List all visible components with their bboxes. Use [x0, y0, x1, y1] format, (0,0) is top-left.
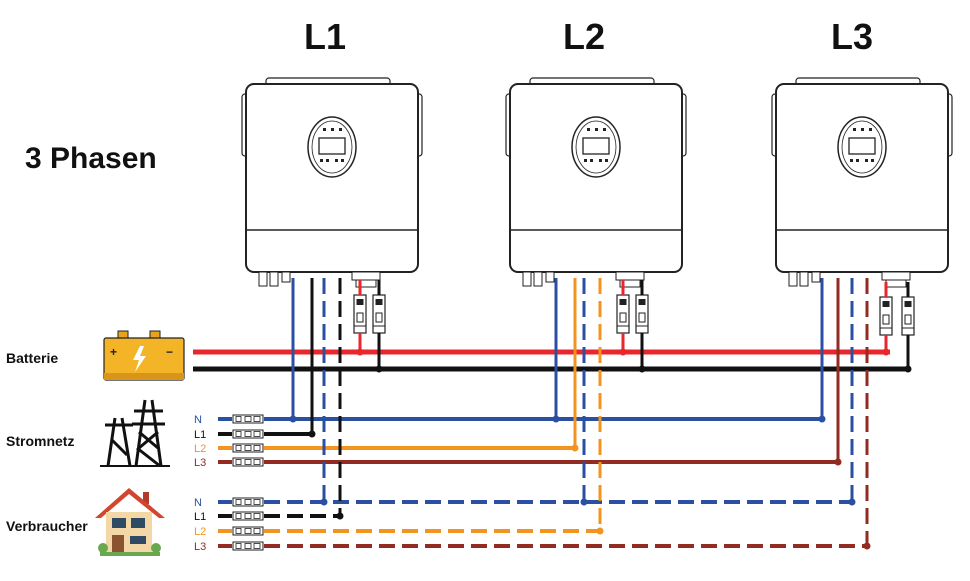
- grid-terminal-l2: [232, 443, 264, 453]
- inverter-l1: [241, 77, 423, 288]
- battery-icon: + −: [103, 330, 185, 381]
- grid-line-label-n: N: [194, 414, 202, 426]
- loads-label: Verbraucher: [6, 518, 88, 534]
- grid-bus: [264, 278, 842, 466]
- battery-breaker-plus-l2: [616, 294, 630, 334]
- phase-label-l3: L3: [830, 16, 873, 57]
- grid-line-label-l2: L2: [194, 443, 206, 455]
- grid-label: Stromnetz: [6, 433, 75, 449]
- load-terminal-l3: [232, 541, 264, 551]
- phase-label-l2: L2: [562, 16, 605, 57]
- inverter-l2: [505, 77, 687, 288]
- load-terminal-n: [232, 497, 264, 507]
- load-line-label-l2: L2: [194, 526, 206, 538]
- battery-breaker-minus-l2: [635, 294, 649, 334]
- load-line-label-n: N: [194, 497, 202, 509]
- battery-label: Batterie: [6, 350, 59, 366]
- load-terminal-l2: [232, 526, 264, 536]
- page-title: 3 Phasen: [25, 142, 157, 175]
- inverter-l3: [771, 77, 953, 288]
- battery-breaker-plus-l1: [353, 294, 367, 334]
- grid-line-label-l1: L1: [194, 429, 206, 441]
- svg-text:+: +: [110, 345, 117, 359]
- load-terminal-l1: [232, 511, 264, 521]
- phase-label-l1: L1: [303, 16, 346, 57]
- load-line-label-l3: L3: [194, 541, 206, 553]
- grid-terminal-l1: [232, 429, 264, 439]
- load-bus: [264, 278, 869, 548]
- load-bus-junctions: [320, 498, 871, 550]
- grid-leads: [218, 417, 232, 464]
- house-icon: [95, 488, 165, 556]
- battery-bus: [193, 280, 912, 373]
- load-line-label-l1: L1: [194, 511, 206, 523]
- grid-line-label-l3: L3: [194, 457, 206, 469]
- battery-breaker-minus-l1: [372, 294, 386, 334]
- svg-text:−: −: [166, 345, 173, 359]
- grid-terminal-n: [232, 414, 264, 424]
- battery-breaker-plus-l3: [879, 296, 893, 336]
- grid-terminal-l3: [232, 457, 264, 467]
- battery-breaker-minus-l3: [901, 296, 915, 336]
- power-pylon-icon: [100, 399, 170, 468]
- load-leads: [218, 500, 232, 548]
